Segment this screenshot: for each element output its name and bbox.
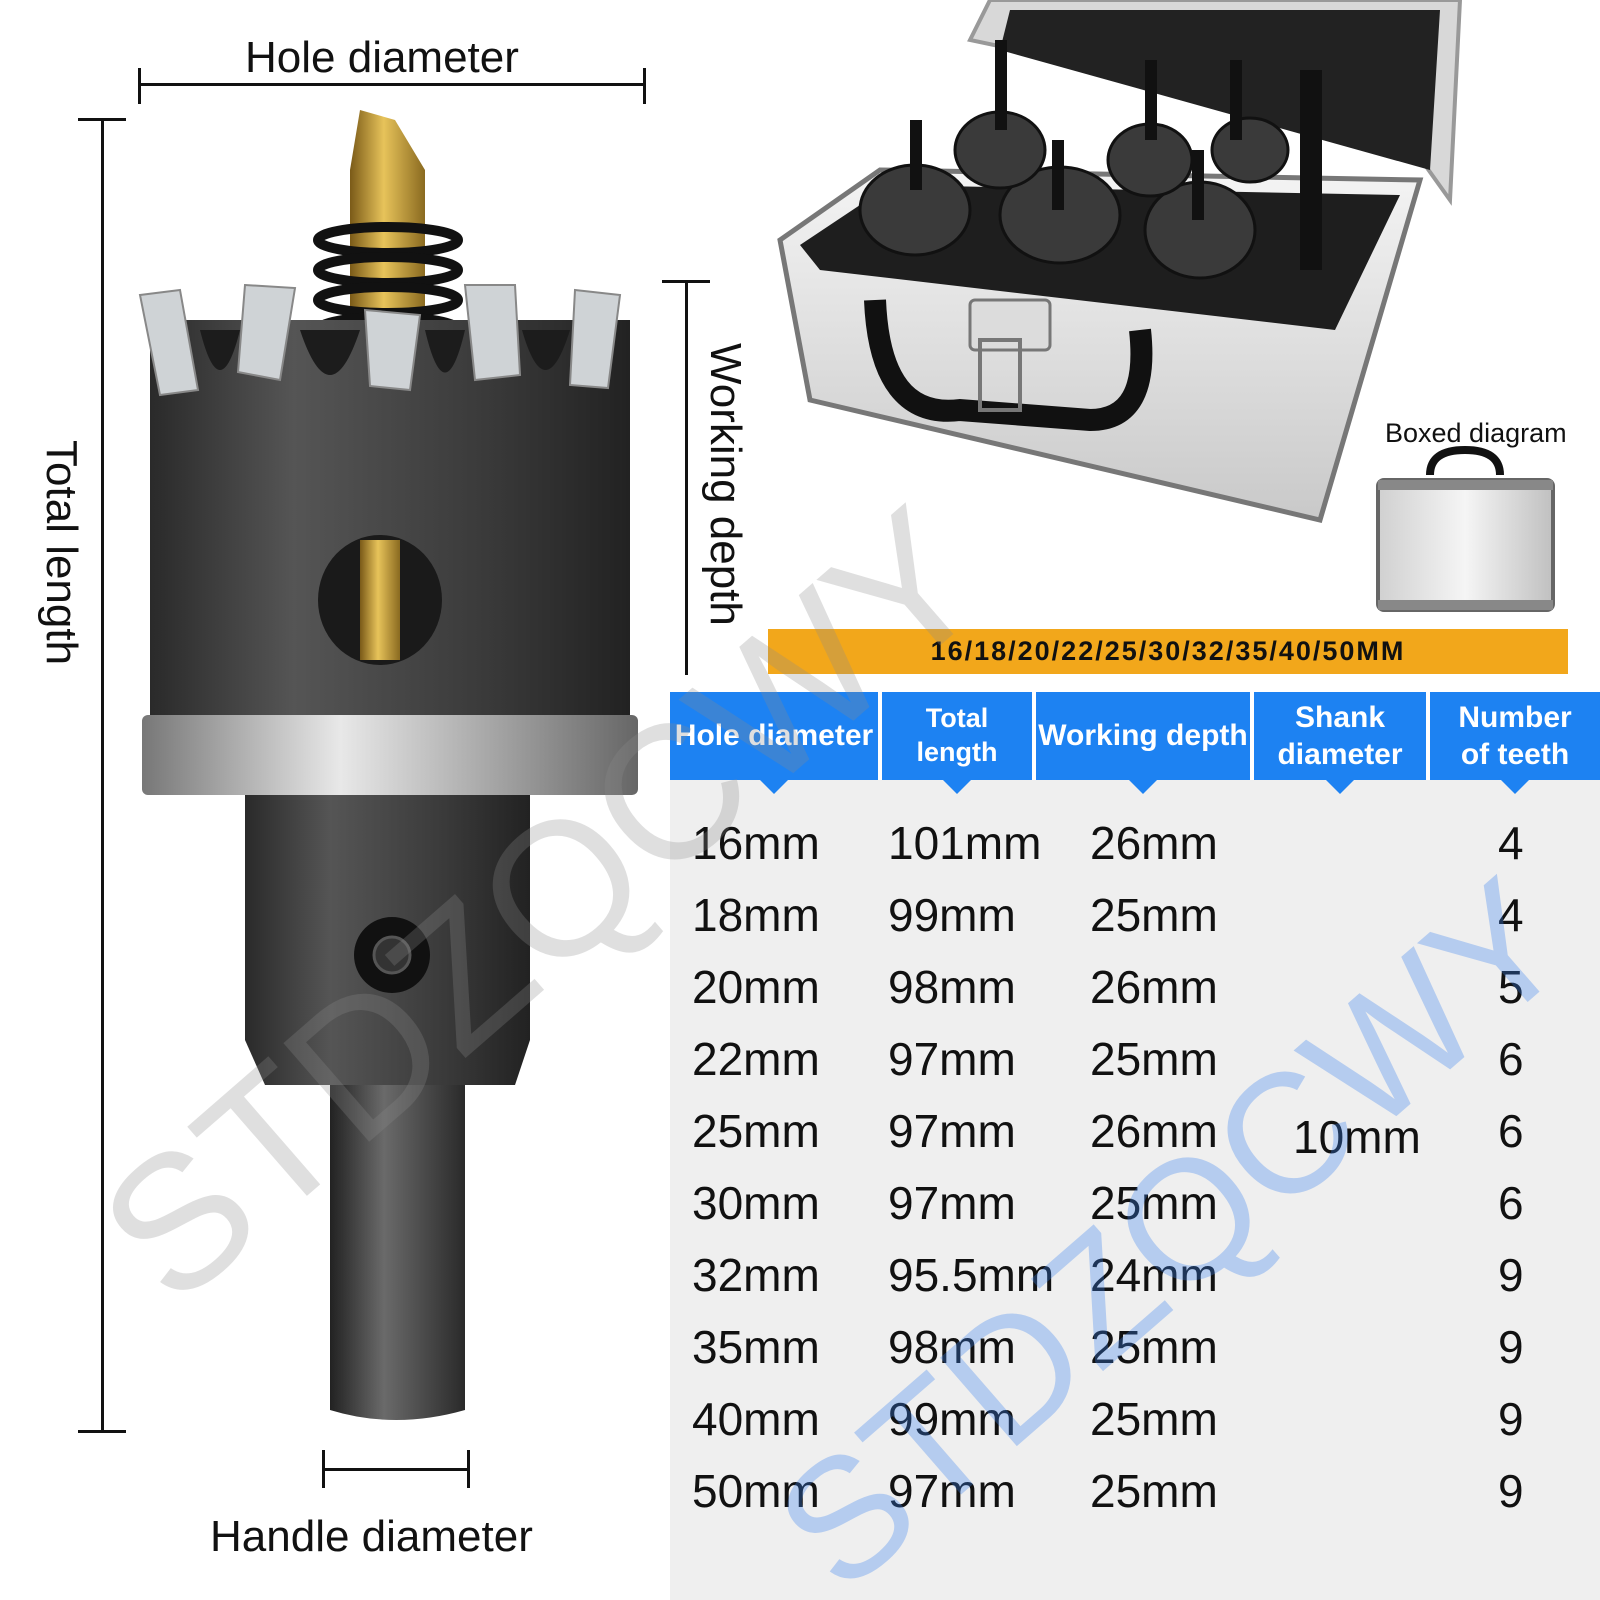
cell-working-depth: 25mm — [1090, 1177, 1218, 1229]
cell-working-depth: 25mm — [1090, 1465, 1218, 1517]
aluminum-case-image — [777, 0, 1463, 523]
boxed-case-image — [1376, 445, 1555, 612]
cell-hole-diameter: 18mm — [692, 889, 820, 941]
header-number-of-teeth: Number of teeth — [1430, 692, 1600, 794]
case-latch — [968, 298, 1052, 352]
hex-shank — [330, 1085, 465, 1420]
cell-total-length: 99mm — [888, 889, 1016, 941]
cell-hole-diameter: 35mm — [692, 1321, 820, 1373]
cell-hole-diameter: 16mm — [692, 817, 820, 869]
header-working-depth: Working depth — [1036, 692, 1250, 794]
cell-working-depth: 25mm — [1090, 1033, 1218, 1085]
cell-working-depth: 25mm — [1090, 1321, 1218, 1373]
cell-hole-diameter: 30mm — [692, 1177, 820, 1229]
cell-number-of-teeth: 9 — [1498, 1465, 1524, 1517]
boxed-diagram-label: Boxed diagram — [1385, 418, 1567, 448]
cell-total-length: 101mm — [888, 817, 1042, 869]
cell-working-depth: 25mm — [1090, 1393, 1218, 1445]
sizes-banner: 16/18/20/22/25/30/32/35/40/50MM — [768, 629, 1568, 674]
cell-total-length: 98mm — [888, 961, 1016, 1013]
cell-total-length: 97mm — [888, 1465, 1016, 1517]
total-length-line — [101, 118, 104, 1433]
header-shank-diameter: Shank diameter — [1254, 692, 1426, 794]
cell-number-of-teeth: 6 — [1498, 1105, 1524, 1157]
cell-number-of-teeth: 4 — [1498, 889, 1524, 941]
cell-total-length: 97mm — [888, 1033, 1016, 1085]
cell-hole-diameter: 32mm — [692, 1249, 820, 1301]
cell-total-length: 97mm — [888, 1105, 1016, 1157]
cell-number-of-teeth: 6 — [1498, 1033, 1524, 1085]
cutters-in-case — [858, 110, 1290, 280]
header-hole-diameter: Hole diameter — [670, 692, 878, 794]
carbide-teeth — [138, 283, 622, 397]
cell-working-depth: 26mm — [1090, 961, 1218, 1013]
header-total-length: Total length — [882, 692, 1032, 794]
spec-table-body — [670, 780, 1600, 1600]
cell-hole-diameter: 50mm — [692, 1465, 820, 1517]
shank-diameter-value: 10mm — [1293, 1111, 1421, 1163]
cell-hole-diameter: 25mm — [692, 1105, 820, 1157]
cell-working-depth: 24mm — [1090, 1249, 1218, 1301]
hole-diameter-label: Hole diameter — [245, 33, 519, 82]
hole-saw-tool — [138, 110, 638, 1420]
cell-number-of-teeth: 9 — [1498, 1249, 1524, 1301]
handle-diameter-label: Handle diameter — [210, 1512, 533, 1561]
cell-number-of-teeth: 6 — [1498, 1177, 1524, 1229]
cutter-body — [150, 320, 630, 720]
cell-number-of-teeth: 5 — [1498, 961, 1524, 1013]
working-depth-label: Working depth — [701, 343, 750, 626]
cell-total-length: 95.5mm — [888, 1249, 1055, 1301]
cell-hole-diameter: 20mm — [692, 961, 820, 1013]
cell-number-of-teeth: 9 — [1498, 1393, 1524, 1445]
cell-working-depth: 25mm — [1090, 889, 1218, 941]
cell-working-depth: 26mm — [1090, 817, 1218, 869]
cell-number-of-teeth: 9 — [1498, 1321, 1524, 1373]
cell-total-length: 98mm — [888, 1321, 1016, 1373]
cell-number-of-teeth: 4 — [1498, 817, 1524, 869]
cell-working-depth: 26mm — [1090, 1105, 1218, 1157]
cell-hole-diameter: 22mm — [692, 1033, 820, 1085]
cell-total-length: 97mm — [888, 1177, 1016, 1229]
working-depth-line — [685, 280, 688, 675]
cell-hole-diameter: 40mm — [692, 1393, 820, 1445]
total-length-label: Total length — [37, 440, 86, 666]
collar-ring — [142, 715, 638, 795]
hole-diameter-line — [138, 83, 646, 86]
cell-total-length: 99mm — [888, 1393, 1016, 1445]
case-handle — [864, 299, 1153, 432]
handle-diameter-line — [322, 1468, 470, 1471]
